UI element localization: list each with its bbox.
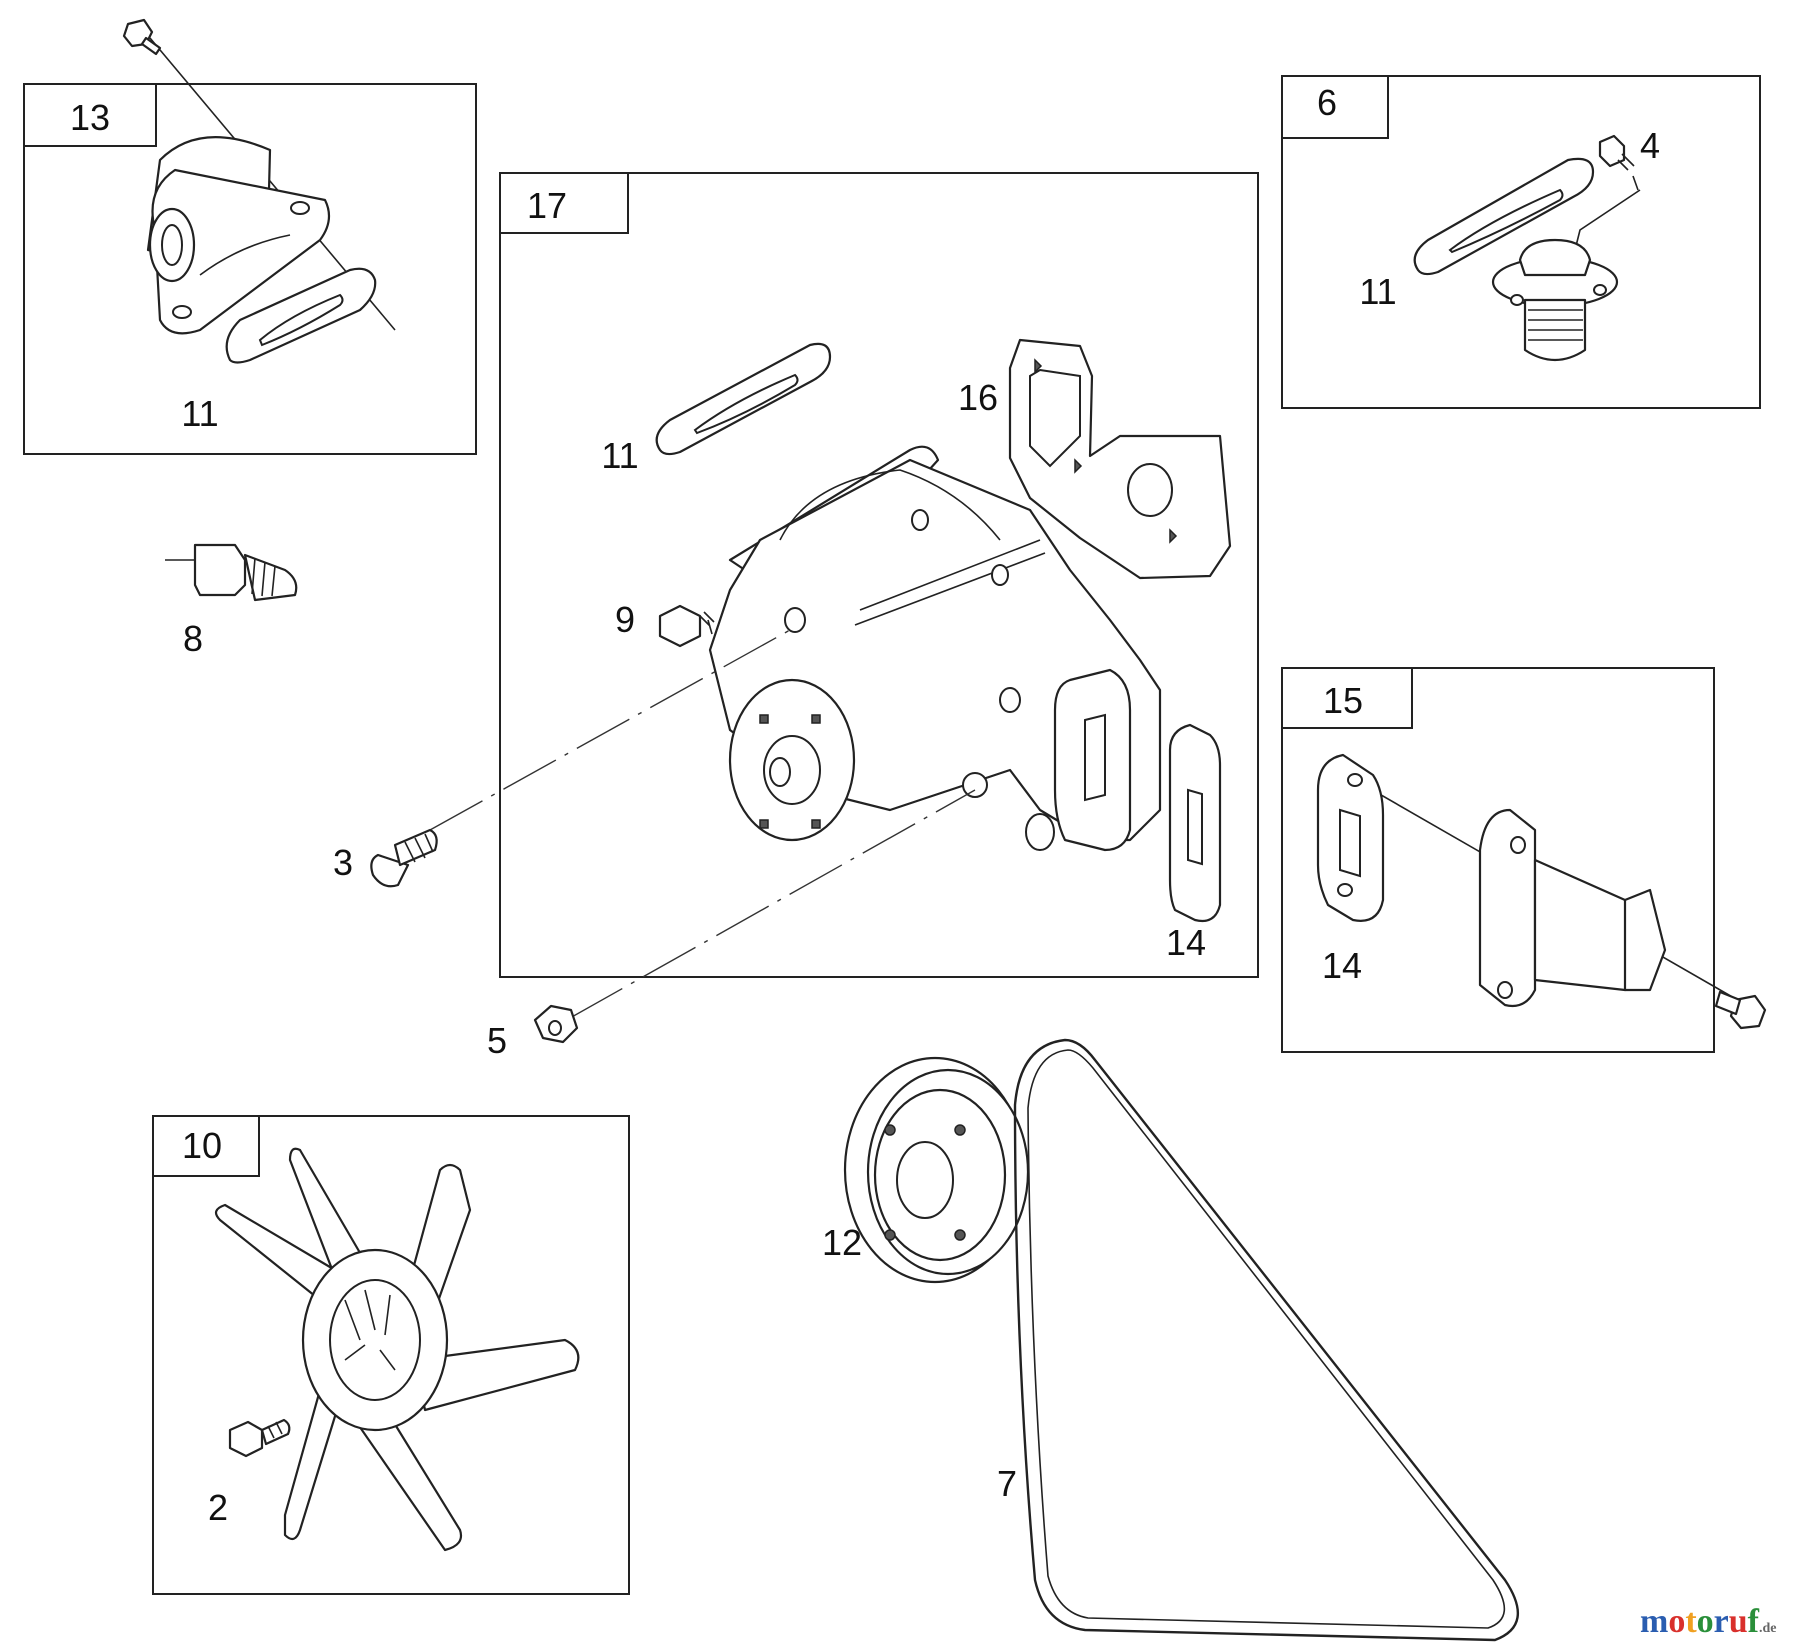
thermostat-housing-13: [146, 136, 331, 335]
bolt-13: [122, 18, 162, 56]
cooling-fan: [214, 1147, 580, 1552]
group-17-tab: [499, 172, 629, 234]
callout-3: 3: [333, 842, 353, 883]
gasket-11-in-group-6: [1413, 157, 1595, 276]
bolt-15: [1714, 990, 1767, 1030]
group-15-frame: [1281, 667, 1715, 1053]
thermostat-6: [1491, 238, 1619, 361]
callout-16: 16: [958, 377, 998, 418]
callout-5: 5: [487, 1020, 507, 1061]
callout-12: 12: [822, 1222, 862, 1263]
callout-14-group-17: 14: [1166, 922, 1206, 963]
wm-letter-u: u: [1729, 1603, 1748, 1640]
callout-11-group-13: 11: [181, 393, 218, 434]
group-13-tab: [23, 83, 157, 147]
group-10-label: 10: [182, 1125, 222, 1166]
callout-14-group-15: 14: [1322, 945, 1362, 986]
callout-7: 7: [997, 1463, 1017, 1504]
group-13: 13 11: [23, 18, 477, 455]
wm-letter-o1: o: [1668, 1603, 1685, 1640]
group-13-frame: [23, 83, 477, 455]
group-17-frame: [499, 172, 1259, 978]
gasket-14-in-group-15: [1316, 753, 1385, 922]
group-6-label: 6: [1317, 82, 1337, 123]
wm-letter-m: m: [1640, 1603, 1668, 1640]
callout-8: 8: [183, 618, 203, 659]
callout-9: 9: [615, 599, 635, 640]
group-15: 15 14: [1281, 667, 1767, 1053]
gasket-11-in-group-17: [655, 342, 832, 456]
group-6-tab: [1281, 75, 1389, 139]
gasket-16: [1008, 338, 1232, 580]
group-6: 6 4 11: [1281, 75, 1761, 409]
group-17: 17 11 16: [499, 172, 1259, 978]
watermark-logo: motoruf.de: [1640, 1603, 1777, 1640]
group-15-tab: [1281, 667, 1413, 729]
outlet-housing-15: [1478, 808, 1667, 1008]
callout-11-group-6: 11: [1359, 271, 1396, 312]
callout-2: 2: [208, 1487, 228, 1528]
bolt-3: [370, 629, 791, 888]
group-10: 10 2: [152, 1115, 630, 1595]
temperature-sender-8: [165, 543, 298, 602]
wm-letter-r: r: [1714, 1603, 1729, 1640]
group-10-frame: [152, 1115, 630, 1595]
group-6-frame: [1281, 75, 1761, 409]
wm-letter-t: t: [1685, 1603, 1697, 1640]
wm-letter-f: f: [1748, 1603, 1760, 1640]
group-10-tab: [152, 1115, 260, 1177]
group-17-label: 17: [527, 185, 567, 226]
group-15-label: 15: [1323, 680, 1363, 721]
fan-pulley-12: [843, 1056, 1030, 1284]
v-belt-7: [1013, 1038, 1519, 1642]
bolt-9: [658, 604, 715, 648]
gasket-14-in-group-17: [1168, 723, 1222, 923]
wm-letter-o2: o: [1697, 1603, 1714, 1640]
group-13-label: 13: [70, 97, 110, 138]
callout-11-group-17: 11: [601, 435, 638, 476]
callout-4: 4: [1640, 125, 1660, 166]
water-pump-body: [708, 445, 1162, 852]
bolt-2: [228, 1418, 291, 1458]
nut-5: [533, 789, 976, 1044]
gasket-11-in-group-13: [225, 267, 377, 364]
wm-tld: .de: [1759, 1621, 1777, 1636]
screw-4: [1575, 134, 1641, 247]
